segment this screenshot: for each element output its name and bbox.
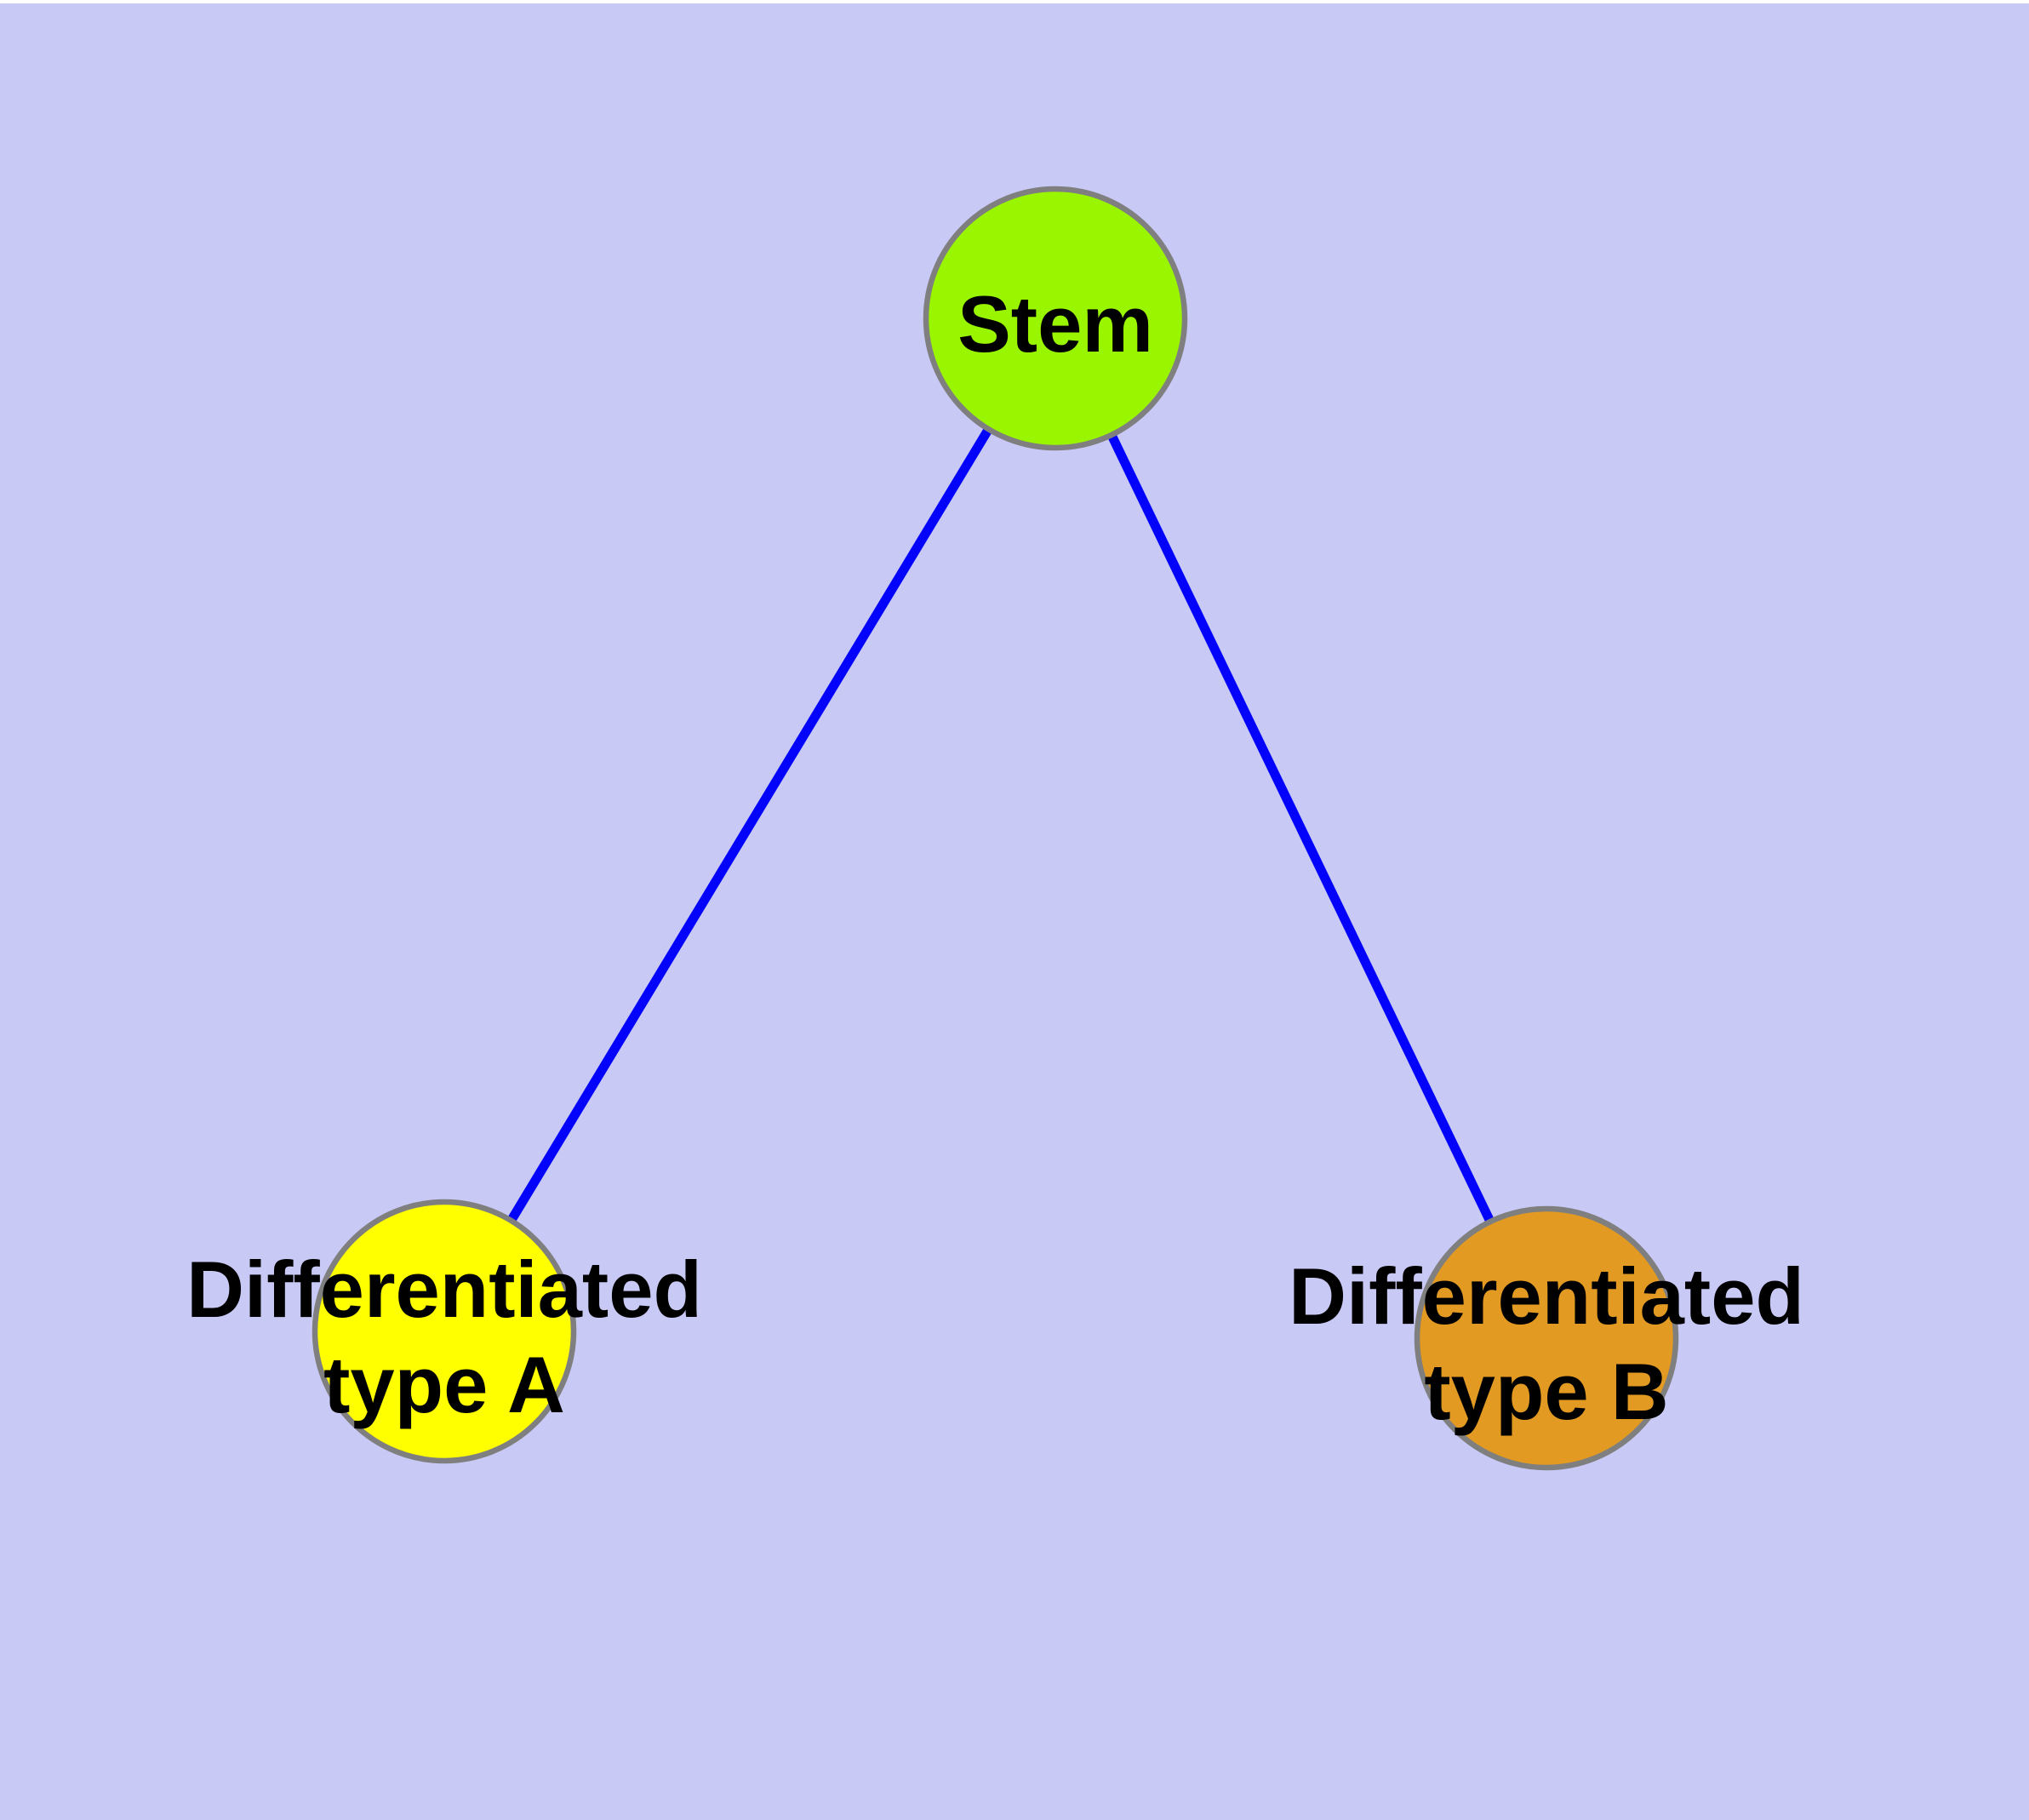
node-differentiated-type-b-label-line2: type B <box>1424 1347 1668 1436</box>
edge-stem-to-type-a <box>440 316 1060 1334</box>
node-differentiated-type-b-label-line1: Differentiated <box>1289 1251 1804 1341</box>
node-differentiated-type-a-label-line2: type A <box>323 1340 565 1429</box>
node-differentiated-type-a-circle <box>311 1199 577 1464</box>
node-stem-circle <box>923 186 1188 451</box>
node-differentiated-type-b: Differentiated type B <box>1289 1205 1804 1471</box>
node-differentiated-type-a: Differentiated type A <box>186 1199 702 1464</box>
edge-stem-to-type-b <box>1051 316 1551 1341</box>
node-differentiated-type-a-label-line1: Differentiated <box>186 1245 702 1334</box>
top-border <box>0 0 2029 3</box>
node-stem-label: Stem <box>957 279 1153 369</box>
node-differentiated-type-b-circle <box>1414 1205 1679 1471</box>
node-stem: Stem <box>923 186 1188 451</box>
